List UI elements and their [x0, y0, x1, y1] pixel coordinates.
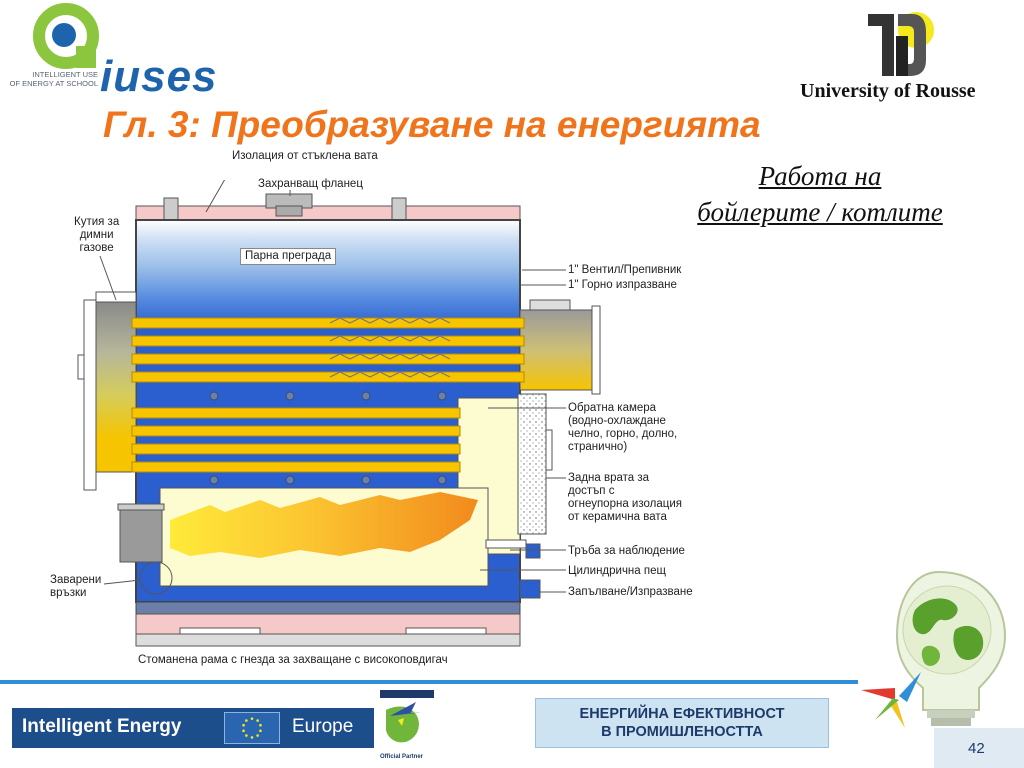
label-valve: 1" Вентил/Препивник: [568, 264, 682, 276]
welded-line2: връзки: [50, 587, 87, 599]
rear-door-line1: Задна врата за: [568, 472, 650, 484]
page-number: 42: [968, 740, 985, 757]
label-smoke-box: Кутия за димни газове: [74, 216, 119, 255]
tagline-line2: OF ENERGY AT SCHOOL: [9, 79, 98, 88]
university-logo-icon: [868, 12, 934, 76]
label-reversing-chamber: Обратна камера (водно-охлаждане челно, г…: [568, 402, 677, 454]
rear-door-line2: достъп с: [568, 485, 615, 497]
rear-door-line4: от керамична вата: [568, 511, 667, 523]
smoke-box-line3: газове: [79, 242, 114, 254]
ee-line1: ЕНЕРГИЙНА ЕФЕКТИВНОСТ: [579, 706, 785, 722]
intelligent-energy-banner: [12, 708, 374, 748]
iuses-wordmark: iuses: [100, 52, 218, 101]
ie-text-right: Europe: [292, 716, 354, 737]
label-insulation: Изолация от стъклена вата: [232, 150, 378, 162]
label-sight-tube: Тръба за наблюдение: [568, 545, 685, 557]
label-rear-door: Задна врата за достъп с огнеупорна изола…: [568, 472, 682, 524]
official-partner-logo-icon: [380, 690, 434, 743]
smoke-box-line2: димни: [79, 229, 114, 241]
iuses-logo-icon: [33, 3, 99, 69]
official-partner-label: Official Partner: [380, 754, 424, 760]
tagline-line1: INTELLIGENT USE: [32, 70, 98, 79]
label-furnace: Цилиндрична пещ: [568, 565, 666, 577]
welded-line1: Заварени: [50, 574, 102, 586]
ie-text-left: Intelligent Energy: [22, 716, 182, 737]
energy-efficiency-box: ЕНЕРГИЙНА ЕФЕКТИВНОСТ В ПРОМИШЛЕНОСТТА: [535, 698, 829, 748]
eu-flag-icon: [224, 712, 280, 744]
label-top-drain: 1" Горно изпразване: [568, 279, 677, 291]
rev-chamber-line3: челно, горно, долно,: [568, 428, 678, 440]
rev-chamber-line2: (водно-охлаждане: [568, 415, 666, 427]
label-steam-barrier: Парна преграда: [240, 248, 337, 265]
boiler-diagram: [77, 180, 601, 647]
label-flange: Захранващ фланец: [258, 178, 363, 190]
label-welded: Заварени връзки: [50, 574, 101, 600]
university-name: University of Rousse: [800, 80, 976, 102]
label-frame: Стоманена рама с гнезда за захващане с в…: [138, 654, 448, 666]
label-fill-drain: Запълване/Изпразване: [568, 586, 693, 598]
slide-subtitle: Работа на бойлерите / котлите: [650, 158, 990, 230]
rear-door-line3: огнеупорна изолация: [568, 498, 682, 510]
ee-line2: В ПРОМИШЛЕНОСТТА: [601, 724, 763, 740]
rev-chamber-line1: Обратна камера: [568, 402, 657, 414]
smoke-box-line1: Кутия за: [74, 216, 120, 228]
subtitle-line1: Работа на: [758, 161, 882, 191]
subtitle-line2: бойлерите / котлите: [697, 197, 943, 227]
iuses-tagline: INTELLIGENT USE OF ENERGY AT SCHOOL: [2, 70, 98, 88]
rev-chamber-line4: странично): [568, 441, 628, 453]
page-number-tab: [934, 728, 1024, 768]
slide-title: Гл. 3: Преобразуване на енергията: [103, 104, 761, 145]
footer-divider: [0, 680, 858, 684]
green-energy-bulb-icon: [861, 570, 1007, 728]
